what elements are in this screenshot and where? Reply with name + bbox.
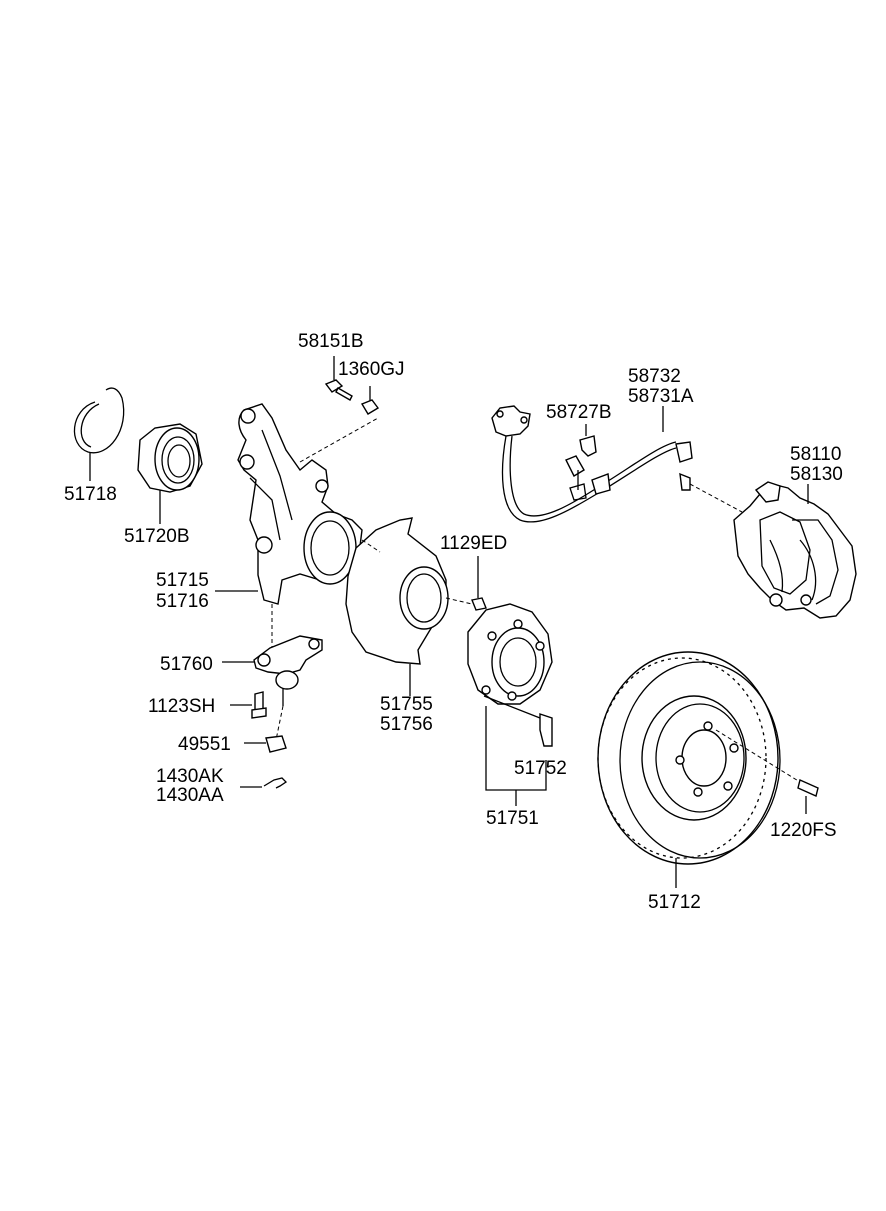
label-51716: 51716 — [156, 591, 209, 612]
svg-text:51716: 51716 — [156, 591, 209, 612]
label-1430aa: 1430AA — [156, 785, 224, 806]
label-51751: 51751 — [486, 808, 539, 829]
label-51720b: 51720B — [124, 526, 190, 547]
svg-text:58731A: 58731A — [628, 386, 694, 407]
ball-joint-drawing — [222, 635, 323, 741]
castle-nut-drawing — [244, 735, 287, 753]
svg-text:1220FS: 1220FS — [770, 820, 837, 841]
label-51752: 51752 — [514, 758, 567, 779]
label-1123sh: 1123SH — [148, 696, 215, 717]
label-1430ak: 1430AK — [156, 766, 224, 787]
label-51718: 51718 — [64, 484, 117, 505]
bolt-1123sh-drawing — [230, 691, 267, 719]
brake-hose-drawing — [491, 405, 693, 523]
label-58151b: 58151B — [298, 331, 364, 352]
label-49551: 49551 — [178, 734, 231, 755]
svg-text:58151B: 58151B — [298, 331, 364, 352]
bolt-1129ed-drawing — [445, 556, 487, 611]
wheel-bearing-drawing — [137, 423, 203, 524]
svg-text:51712: 51712 — [648, 892, 701, 913]
svg-text:49551: 49551 — [178, 734, 231, 755]
svg-text:51760: 51760 — [160, 654, 213, 675]
label-51760: 51760 — [160, 654, 213, 675]
hose-clip-drawing — [565, 424, 597, 501]
steering-knuckle-drawing — [215, 403, 379, 650]
label-58727b: 58727B — [546, 402, 612, 423]
svg-text:1360GJ: 1360GJ — [338, 359, 405, 380]
svg-text:51718: 51718 — [64, 484, 117, 505]
svg-text:51715: 51715 — [156, 570, 209, 591]
svg-text:51756: 51756 — [380, 714, 433, 735]
brake-disc-drawing — [597, 651, 781, 888]
bolt-58151b-drawing — [324, 356, 353, 401]
bolt-1220fs-drawing — [715, 729, 819, 814]
svg-text:1123SH: 1123SH — [148, 696, 215, 717]
label-51715: 51715 — [156, 570, 209, 591]
svg-text:58130: 58130 — [790, 464, 843, 485]
dust-cover-drawing — [345, 517, 449, 696]
label-1220fs: 1220FS — [770, 820, 837, 841]
svg-text:51720B: 51720B — [124, 526, 190, 547]
svg-text:51752: 51752 — [514, 758, 567, 779]
svg-text:1430AA: 1430AA — [156, 785, 224, 806]
label-58732: 58732 — [628, 366, 681, 387]
brake-caliper-drawing — [689, 481, 857, 619]
label-51756: 51756 — [380, 714, 433, 735]
label-58731a: 58731A — [628, 386, 694, 407]
split-pin-drawing — [240, 777, 288, 789]
svg-text:58727B: 58727B — [546, 402, 612, 423]
label-51755: 51755 — [380, 694, 433, 715]
label-1360gj: 1360GJ — [338, 359, 405, 380]
wheel-hub-drawing — [467, 603, 553, 806]
label-1129ed: 1129ED — [440, 533, 507, 554]
svg-text:51751: 51751 — [486, 808, 539, 829]
svg-text:58732: 58732 — [628, 366, 681, 387]
label-51712: 51712 — [648, 892, 701, 913]
svg-text:1129ED: 1129ED — [440, 533, 507, 554]
svg-text:1430AK: 1430AK — [156, 766, 224, 787]
snap-ring-drawing — [73, 387, 125, 481]
svg-text:51755: 51755 — [380, 694, 433, 715]
svg-text:58110: 58110 — [790, 444, 841, 465]
nut-1360gj-drawing — [360, 386, 380, 415]
label-58130: 58130 — [790, 464, 843, 485]
label-58110: 58110 — [790, 444, 841, 465]
